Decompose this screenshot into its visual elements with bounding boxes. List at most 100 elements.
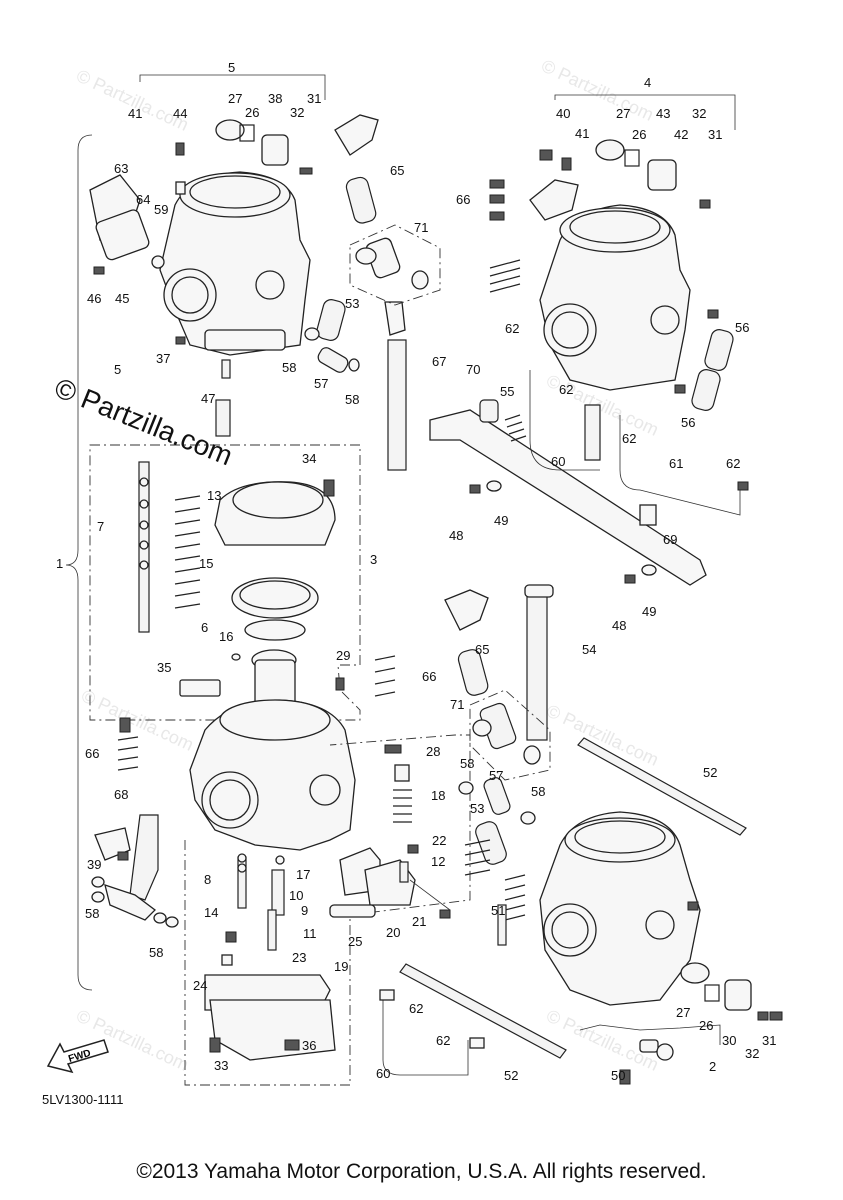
- callout-5b: 5: [114, 362, 121, 377]
- callout-16: 16: [219, 629, 233, 644]
- callout-59: 59: [154, 202, 168, 217]
- group-3-box: [89, 444, 361, 721]
- callout-48: 48: [449, 528, 463, 543]
- callout-32b: 32: [692, 106, 706, 121]
- group-4-bracket: [554, 94, 736, 130]
- callout-32c: 32: [745, 1046, 759, 1061]
- copyright-notice: ©2013 Yamaha Motor Corporation, U.S.A. A…: [136, 1160, 707, 1183]
- callout-33: 33: [214, 1058, 228, 1073]
- callout-32: 32: [290, 105, 304, 120]
- callout-52b: 52: [504, 1068, 518, 1083]
- callout-53: 53: [345, 296, 359, 311]
- callout-45: 45: [115, 291, 129, 306]
- callout-69: 69: [663, 532, 677, 547]
- callout-58c: 58: [460, 756, 474, 771]
- callout-14: 14: [204, 905, 218, 920]
- callout-6: 6: [201, 620, 208, 635]
- callout-17: 17: [296, 867, 310, 882]
- callout-49: 49: [494, 513, 508, 528]
- callout-41: 41: [128, 106, 142, 121]
- callout-57: 57: [314, 376, 328, 391]
- callout-60: 60: [551, 454, 565, 469]
- callout-34: 34: [302, 451, 316, 466]
- callout-4: 4: [644, 75, 651, 90]
- callout-37: 37: [156, 351, 170, 366]
- callout-26: 26: [245, 105, 259, 120]
- callout-58f: 58: [149, 945, 163, 960]
- callout-56b: 56: [681, 415, 695, 430]
- callout-38: 38: [268, 91, 282, 106]
- callout-62e: 62: [409, 1001, 423, 1016]
- callout-24: 24: [193, 978, 207, 993]
- float-bowl-box: [184, 734, 471, 1086]
- callout-1: 1: [56, 556, 63, 571]
- callout-31c: 31: [762, 1033, 776, 1048]
- callout-60b: 60: [376, 1066, 390, 1081]
- callout-65: 65: [390, 163, 404, 178]
- callout-21: 21: [412, 914, 426, 929]
- callout-13: 13: [207, 488, 221, 503]
- callout-58e: 58: [85, 906, 99, 921]
- callout-67: 67: [432, 354, 446, 369]
- callout-62d: 62: [726, 456, 740, 471]
- callout-10: 10: [289, 888, 303, 903]
- callout-27: 27: [228, 91, 242, 106]
- callout-64: 64: [136, 192, 150, 207]
- callout-23: 23: [292, 950, 306, 965]
- float-bowl-parts: [204, 655, 451, 1061]
- callout-5: 5: [228, 60, 235, 75]
- callout-19: 19: [334, 959, 348, 974]
- center-right-fuel-tubes: [444, 584, 554, 876]
- callout-70: 70: [466, 362, 480, 377]
- callout-71b: 71: [450, 697, 464, 712]
- callout-53b: 53: [470, 801, 484, 816]
- callout-62c: 62: [622, 431, 636, 446]
- callout-66: 66: [456, 192, 470, 207]
- center-left-fuel-parts: [91, 717, 179, 928]
- callout-44: 44: [173, 106, 187, 121]
- callout-18: 18: [431, 788, 445, 803]
- group-5-bracket: [139, 74, 326, 100]
- callout-35: 35: [157, 660, 171, 675]
- group-2-bracket: [579, 1024, 721, 1045]
- bottom-hose: [379, 989, 485, 1076]
- callout-52: 52: [703, 765, 717, 780]
- callout-11: 11: [303, 926, 317, 941]
- callout-31b: 31: [708, 127, 722, 142]
- carburetor-center-parts: [138, 461, 345, 721]
- callout-61: 61: [669, 456, 683, 471]
- callout-15: 15: [199, 556, 213, 571]
- callout-2: 2: [709, 1059, 716, 1074]
- callout-42: 42: [674, 127, 688, 142]
- callout-50: 50: [611, 1068, 625, 1083]
- group-71-box-top: [349, 224, 441, 306]
- diagram-part-code: 5LV1300-1111: [42, 1092, 124, 1107]
- group-1-brace: [65, 134, 93, 991]
- callout-27c: 27: [676, 1005, 690, 1020]
- carburetor-top-right: [489, 139, 734, 411]
- svg-text:© Partzilla.com: © Partzilla.com: [78, 685, 196, 754]
- callout-62a: 62: [505, 321, 519, 336]
- callout-66c: 66: [85, 746, 99, 761]
- callout-26c: 26: [699, 1018, 713, 1033]
- callout-41b: 41: [575, 126, 589, 141]
- top-left-small-parts: [93, 114, 429, 471]
- callout-9: 9: [301, 903, 308, 918]
- callout-48b: 48: [612, 618, 626, 633]
- callout-49b: 49: [642, 604, 656, 619]
- screw-rods: [399, 737, 747, 1059]
- callout-26b: 26: [632, 127, 646, 142]
- callout-25: 25: [348, 934, 362, 949]
- fwd-arrow-icon: FWD: [46, 1039, 109, 1074]
- callout-3: 3: [370, 552, 377, 567]
- callout-62f: 62: [436, 1033, 450, 1048]
- callout-57b: 57: [489, 768, 503, 783]
- callout-36: 36: [302, 1038, 316, 1053]
- callouts: 5 27 38 31 41 44 26 32 65 63 64 59 71 46…: [56, 60, 776, 1083]
- callout-22: 22: [432, 833, 446, 848]
- callout-55: 55: [500, 384, 514, 399]
- callout-58: 58: [282, 360, 296, 375]
- top-right-bracket-rail: [429, 370, 749, 586]
- svg-text:© Partzilla.com: © Partzilla.com: [73, 65, 191, 134]
